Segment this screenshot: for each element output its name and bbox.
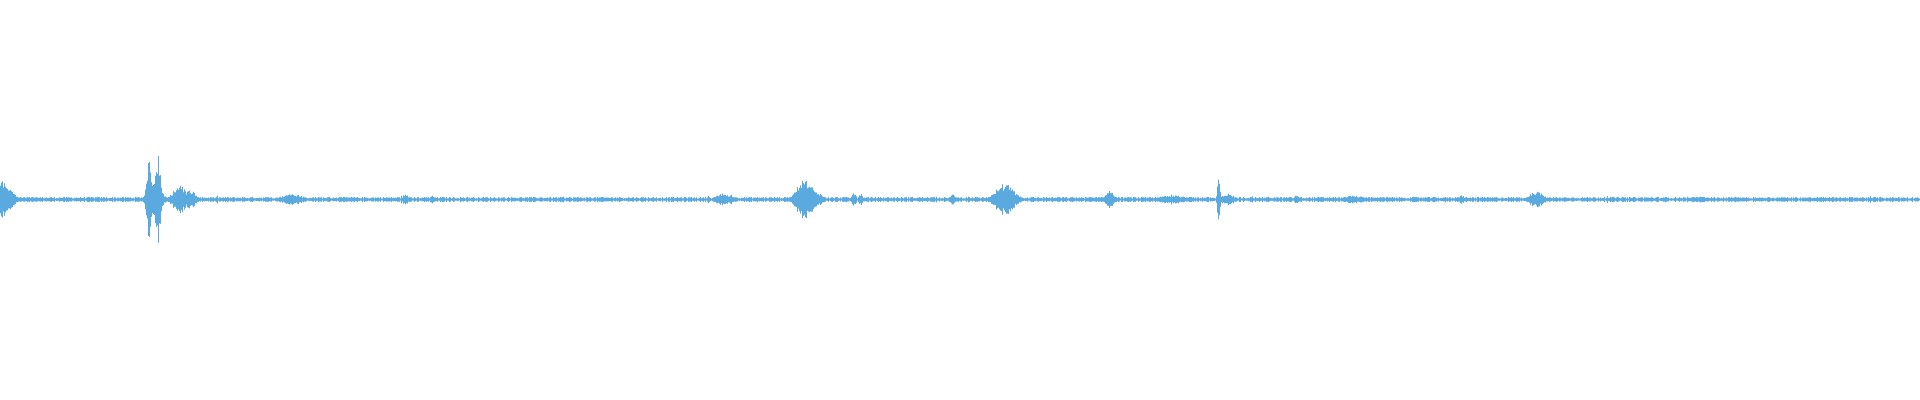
- waveform-trace: [0, 156, 1920, 243]
